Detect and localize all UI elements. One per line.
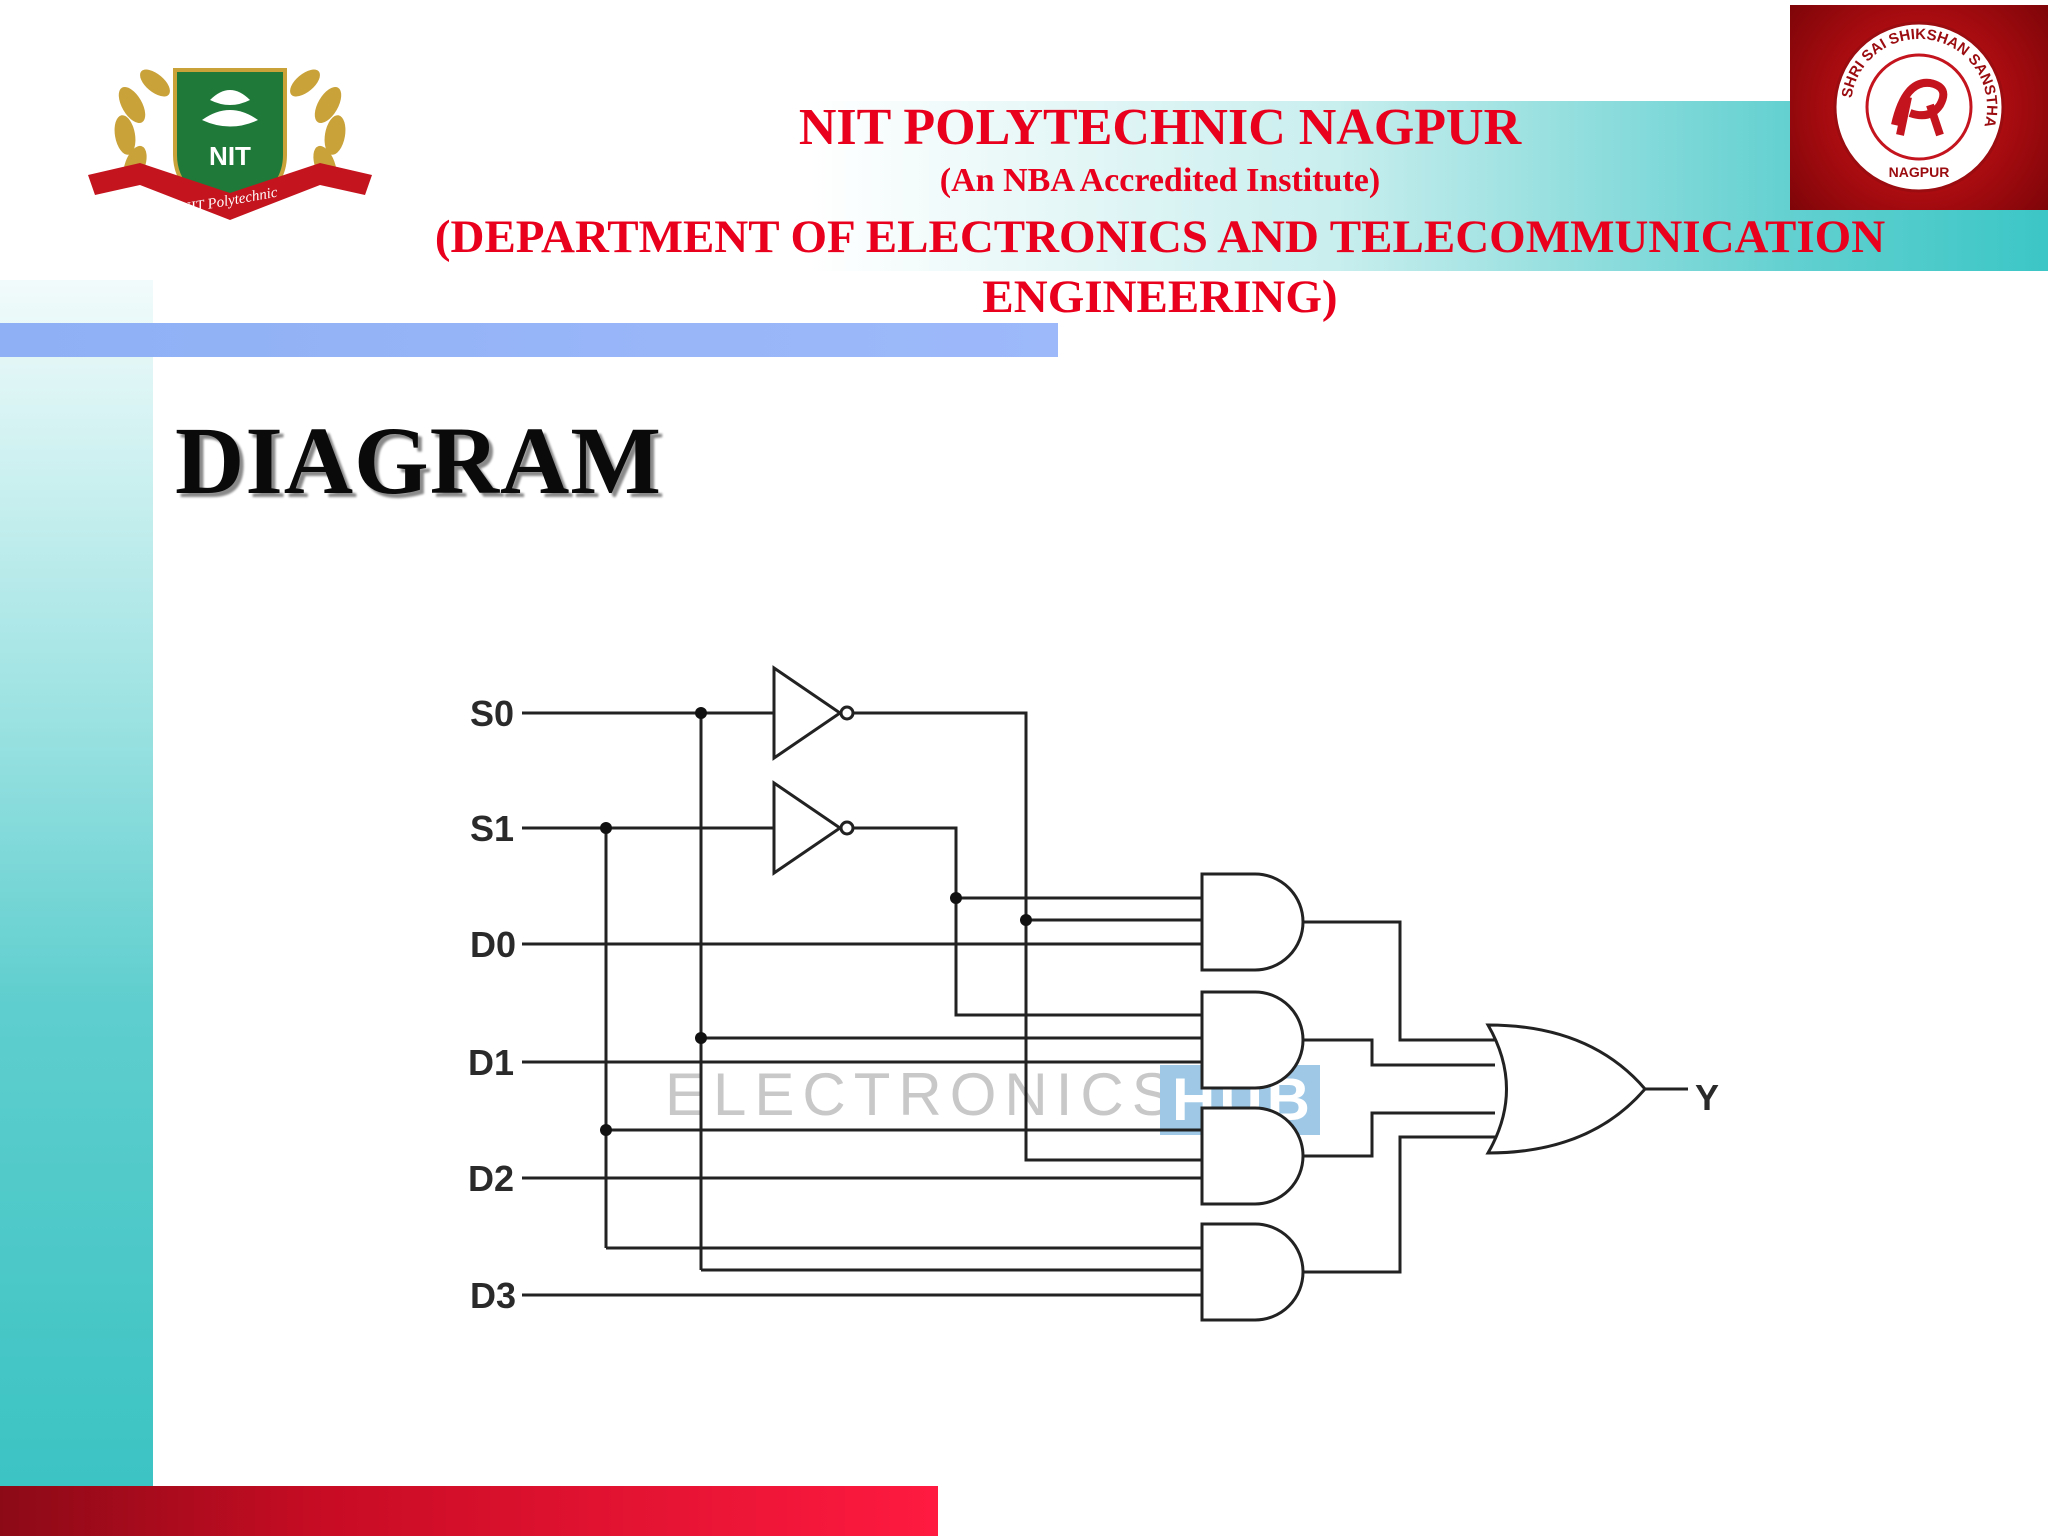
sanstha-bottom-text: NAGPUR xyxy=(1889,164,1950,180)
header: NIT POLYTECHNIC NAGPUR (An NBA Accredite… xyxy=(360,98,1960,328)
mux-circuit-diagram: ELECTRONICS HUB S0 S1 D0 D1 D2 D3 Y xyxy=(468,665,1719,1322)
junction-s0-and1 xyxy=(695,1032,707,1044)
red-accent-bar xyxy=(0,1486,938,1536)
junction-s0-bar xyxy=(1020,914,1032,926)
nit-logo: NIT NIT Polytechnic xyxy=(80,45,380,235)
label-s0: S0 xyxy=(470,693,514,734)
not-bubble-s1 xyxy=(839,820,855,836)
label-d1: D1 xyxy=(468,1042,514,1083)
sanstha-logo: SHRI SAI SHIKSHAN SANSTHA NAGPUR xyxy=(1790,5,2048,210)
not-bubble-s0 xyxy=(839,705,855,721)
left-teal-band xyxy=(0,280,153,1486)
label-d0: D0 xyxy=(470,924,516,965)
wire-s0-bar xyxy=(853,711,1202,1162)
not-gate-s1 xyxy=(772,780,843,876)
wire-and1-or xyxy=(1303,1038,1495,1067)
label-d3: D3 xyxy=(470,1275,516,1316)
and-gate-1 xyxy=(1200,990,1305,1090)
label-y: Y xyxy=(1695,1077,1719,1118)
blue-accent-bar xyxy=(0,323,1058,357)
nit-logo-text: NIT xyxy=(209,141,251,171)
junction-s1-bar xyxy=(950,892,962,904)
and-gate-2 xyxy=(1200,1106,1305,1206)
department-line-2: ENGINEERING) xyxy=(982,271,1338,323)
watermark-text: ELECTRONICS xyxy=(665,1061,1180,1128)
institute-name: NIT POLYTECHNIC NAGPUR xyxy=(798,99,1522,156)
label-d2: D2 xyxy=(468,1158,514,1199)
wire-and2-or xyxy=(1303,1111,1495,1158)
junction-s1-and2 xyxy=(600,1124,612,1136)
and-gate-0 xyxy=(1200,872,1305,972)
wire-and0-or xyxy=(1303,920,1495,1042)
header-teal-band xyxy=(460,101,2048,271)
label-s1: S1 xyxy=(470,808,514,849)
not-gate-s0 xyxy=(772,665,843,761)
junction-s1 xyxy=(600,822,612,834)
wire-and3-or xyxy=(1303,1135,1495,1274)
wire-s1-bar xyxy=(853,826,1202,1017)
accreditation-line: (An NBA Accredited Institute) xyxy=(939,162,1381,199)
department-line-1: (DEPARTMENT OF ELECTRONICS AND TELECOMMU… xyxy=(434,211,1886,263)
or-gate xyxy=(1485,1023,1647,1155)
slide-title: DIAGRAM xyxy=(175,407,662,514)
and-gate-3 xyxy=(1200,1222,1305,1322)
junction-s0 xyxy=(695,707,707,719)
